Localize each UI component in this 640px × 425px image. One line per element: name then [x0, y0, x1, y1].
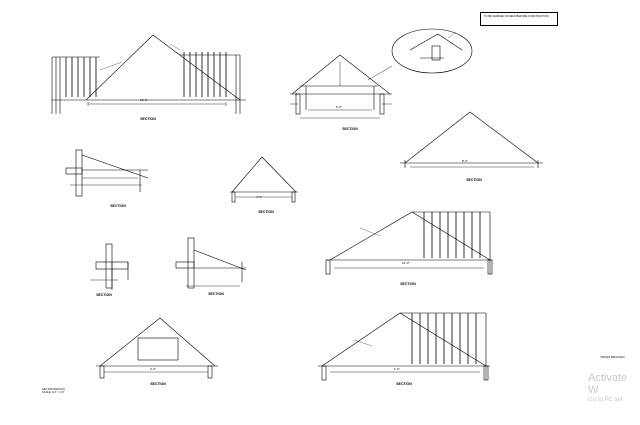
dimension-label: 12'-0" [140, 98, 148, 102]
corner-note-line: SCALE: 1/4" = 1'-0" [42, 391, 65, 394]
section-truss-center [230, 156, 298, 203]
right-note: TRUSS BRACING [600, 355, 625, 359]
corner-note: SECTION DETAILS SCALE: 1/4" = 1'-0" [42, 388, 65, 394]
section-label: SECTION [400, 282, 416, 286]
section-label: SECTION [150, 382, 166, 386]
section-truss-top-middle [290, 54, 392, 119]
section-label: SECTION [110, 204, 126, 208]
detail-wall-lower-middle [175, 237, 247, 289]
section-label: SECTION [396, 382, 412, 386]
section-label: SECTION [208, 292, 224, 296]
section-label: SECTION [258, 210, 274, 214]
section-label: SECTION [466, 178, 482, 182]
activation-watermark: Activate W Go to PC set [588, 372, 640, 404]
dimension-label: 2'-0" [150, 367, 156, 371]
section-truss-bottom-left [96, 317, 218, 379]
title-block: TO BE VERIFIED IN FIELD BEFORE CONSTRUCT… [480, 12, 558, 26]
section-truss-right [400, 111, 543, 168]
detail-wall-left [65, 149, 149, 197]
activation-line-2: Go to PC set [588, 397, 623, 403]
dimension-label: 1'-6" [394, 367, 400, 371]
dimension-label: 8'-0" [462, 159, 468, 163]
corner-note-line: SECTION DETAILS [42, 388, 65, 391]
section-truss-top-left [51, 34, 246, 114]
dimension-label: 4'-0" [256, 195, 262, 199]
detail-bubble [367, 28, 473, 81]
dimension-label: 6'-0" [336, 105, 342, 109]
detail-wall-lower-left [90, 243, 129, 290]
section-label: SECTION [342, 127, 358, 131]
section-label: SECTION [96, 293, 112, 297]
dimension-label: 10'-0" [402, 261, 410, 265]
section-truss-bottom-right [318, 312, 490, 381]
section-label: SECTION [140, 117, 156, 121]
section-truss-right-middle [325, 211, 493, 275]
activation-line-1: Activate W [588, 372, 628, 396]
title-note: TO BE VERIFIED IN FIELD BEFORE CONSTRUCT… [484, 15, 549, 18]
